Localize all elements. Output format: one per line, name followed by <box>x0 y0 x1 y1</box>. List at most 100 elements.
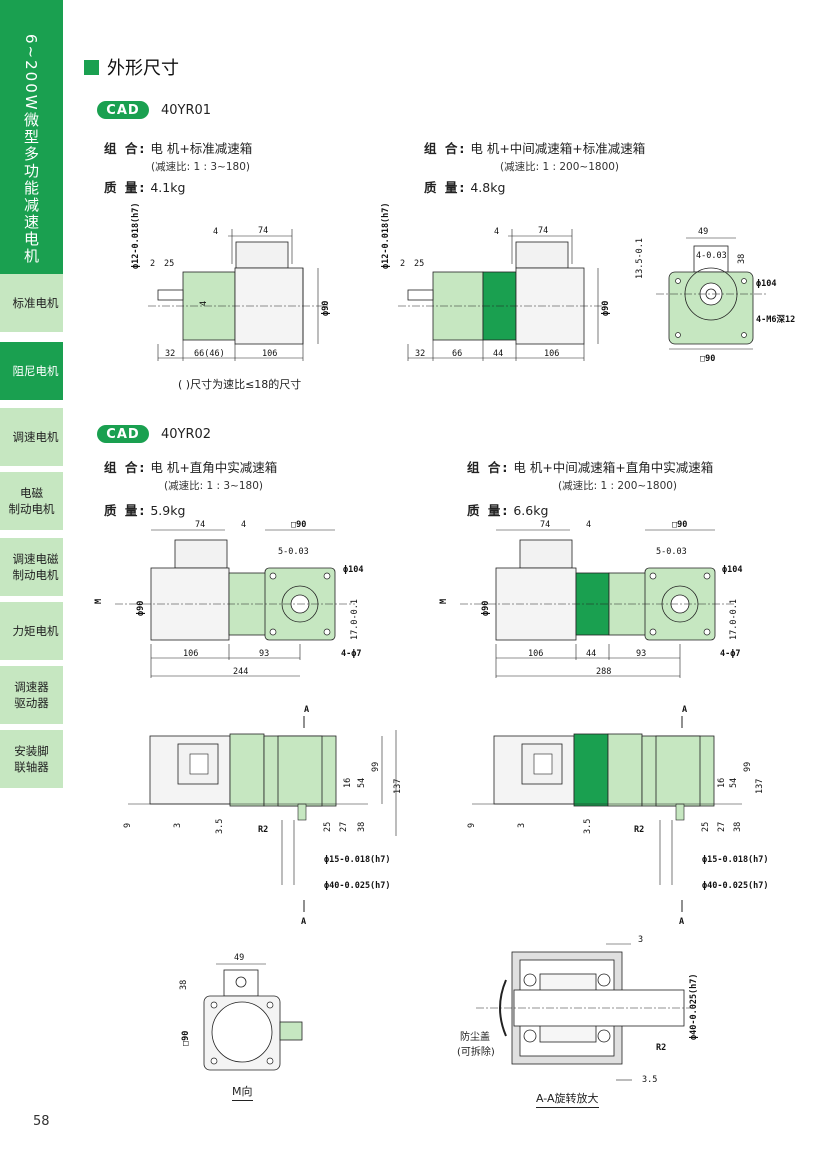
dim-text: 49 <box>234 953 244 963</box>
combo-text: 组 合: 电 机+中间减速箱+标准减速箱 <box>424 141 646 156</box>
dim-text: 4 <box>199 301 209 306</box>
dim-text: ϕ12-0.018(h7) <box>381 202 391 269</box>
dim-text: 4-ϕ7 <box>720 649 740 659</box>
dim-text: 25 <box>323 822 333 832</box>
sidebar-tab-label: 制动电机 <box>8 502 55 516</box>
sidebar-tab-label: 阻尼电机 <box>12 364 59 378</box>
cad-badge-row-2: CAD 40YR02 <box>97 425 211 443</box>
sidebar-tab-label: 标准电机 <box>12 296 59 310</box>
dim-text: 74 <box>258 226 268 236</box>
dim-text: 32 <box>165 349 175 359</box>
sidebar-tab[interactable]: 调速电磁制动电机 <box>0 538 63 596</box>
dim-text: 38 <box>733 822 743 832</box>
dim-text: 16 <box>717 778 727 788</box>
dim-text: 244 <box>233 667 248 677</box>
dim-text: 106 <box>262 349 277 359</box>
cad-badge[interactable]: CAD <box>97 425 149 443</box>
drawing-top-view-40yr02: 74 4 □90 5-0.03 ϕ104 ϕ90 M 17.0-0.1 4-ϕ7… <box>94 520 363 678</box>
dim-text: ϕ90 <box>601 301 611 316</box>
drawing-side-view-40yr01-mid: 4 74 ϕ12-0.018(h7) 2 25 ϕ90 32 66 44 106 <box>381 202 611 361</box>
dim-text: 3.5 <box>215 819 225 834</box>
sidebar-tab[interactable]: 调速电机 <box>0 408 63 466</box>
sidebar-tab[interactable]: 安装脚联轴器 <box>0 730 63 788</box>
dim-text: 54 <box>357 778 367 788</box>
dim-text: 137 <box>393 779 403 794</box>
dim-text: 3.5 <box>642 1075 657 1085</box>
dim-text: 5-0.03 <box>278 547 309 557</box>
dim-text: 3 <box>173 823 183 828</box>
dim-text: 25 <box>701 822 711 832</box>
dim-text: 74 <box>540 520 550 530</box>
drawing-side-view-40yr01: 4 74 ϕ12-0.018(h7) 2 25 4 ϕ90 32 66(46) … <box>131 202 331 361</box>
dim-text: ϕ90 <box>321 301 331 316</box>
sidebar-tab-label: 联轴器 <box>14 760 49 774</box>
sidebar-tab[interactable]: 标准电机 <box>0 274 63 332</box>
sidebar-title-block: 6~200W微型多功能减速电机 <box>0 0 63 274</box>
dim-text: 137 <box>755 779 765 794</box>
section-mark: A <box>682 705 687 715</box>
dim-text: ϕ104 <box>343 565 363 575</box>
sidebar-tab[interactable]: 阻尼电机 <box>0 342 63 400</box>
dim-text: 25 <box>164 259 174 269</box>
dim-text: ϕ15-0.018(h7) <box>324 855 391 865</box>
dim-text: 9 <box>123 823 133 828</box>
dim-text: M <box>439 599 449 604</box>
dim-text: 38 <box>737 254 747 264</box>
dim-text: 5-0.03 <box>656 547 687 557</box>
sidebar-tab-label: 电磁 <box>20 486 43 500</box>
ratio-text: (减速比: 1 : 200~1800) <box>558 480 678 492</box>
dim-text: 106 <box>528 649 543 659</box>
sidebar: 6~200W微型多功能减速电机 标准电机阻尼电机调速电机电磁制动电机调速电磁制动… <box>0 0 63 1165</box>
dim-text: 74 <box>538 226 548 236</box>
dim-text: 16 <box>343 778 353 788</box>
drawing-top-view-40yr02-mid: 74 4 □90 5-0.03 ϕ104 ϕ90 M 17.0-0.1 4-ϕ7… <box>439 520 742 678</box>
ratio-note: ( )尺寸为速比≤18的尺寸 <box>178 378 302 391</box>
cad-badge[interactable]: CAD <box>97 101 149 119</box>
dim-text: 44 <box>493 349 503 359</box>
dim-text: 38 <box>179 980 189 990</box>
drawing-front-view-40yr01: 49 4-0.03 13.5-0.1 38 ϕ104 4-M6深12 □90 <box>635 227 795 364</box>
dim-text: 38 <box>357 822 367 832</box>
dim-text: 2 <box>150 259 155 269</box>
dim-text: 74 <box>195 520 205 530</box>
dim-text: 54 <box>729 778 739 788</box>
mass-text: 质 量: 4.1kg <box>104 180 186 195</box>
dim-text: ϕ104 <box>722 565 742 575</box>
sidebar-tab[interactable]: 电磁制动电机 <box>0 472 63 530</box>
dim-text: 106 <box>183 649 198 659</box>
combo-text: 组 合: 电 机+中间减速箱+直角中实减速箱 <box>467 460 714 475</box>
dust-cover-label: 防尘盖 <box>460 1032 490 1043</box>
dim-text: 25 <box>414 259 424 269</box>
dim-text: 44 <box>586 649 596 659</box>
dim-text: 3 <box>638 935 643 945</box>
dim-text: 4-ϕ7 <box>341 649 361 659</box>
drawing-side-view-a-left: A 16 54 99 137 9 3 3.5 R2 25 27 38 ϕ15-0… <box>123 705 403 927</box>
dim-text: R2 <box>258 825 268 835</box>
dim-text: 9 <box>467 823 477 828</box>
combo-text: 组 合: 电 机+标准减速箱 <box>104 141 253 156</box>
sidebar-title: 6~200W微型多功能减速电机 <box>22 34 40 265</box>
dim-text: 17.0-0.1 <box>350 599 360 640</box>
sidebar-tab[interactable]: 力矩电机 <box>0 602 63 660</box>
dim-text: 49 <box>698 227 708 237</box>
dim-text: 99 <box>743 762 753 772</box>
sidebar-tab[interactable]: 调速器驱动器 <box>0 666 63 724</box>
dim-text: □90 <box>291 520 306 530</box>
model-name: 40YR02 <box>161 426 212 442</box>
section-mark: A <box>304 705 309 715</box>
section-mark: A <box>679 917 684 927</box>
dim-text: 93 <box>636 649 646 659</box>
dim-text: 4-0.03 <box>696 251 727 261</box>
dim-text: 66(46) <box>194 349 225 359</box>
dim-text: 2 <box>400 259 405 269</box>
dim-text: 4 <box>494 227 499 237</box>
sidebar-tab-label: 调速器 <box>14 680 49 694</box>
page-number: 58 <box>33 1114 50 1129</box>
dim-text: 288 <box>596 667 611 677</box>
sidebar-tab-label: 驱动器 <box>14 696 49 710</box>
dim-text: 32 <box>415 349 425 359</box>
drawing-section-aa: 3 ϕ40-0.025(h7) R2 3.5 <box>476 935 699 1085</box>
dim-text: 99 <box>371 762 381 772</box>
dim-text: 27 <box>717 822 727 832</box>
mass-text: 质 量: 6.6kg <box>467 503 549 518</box>
